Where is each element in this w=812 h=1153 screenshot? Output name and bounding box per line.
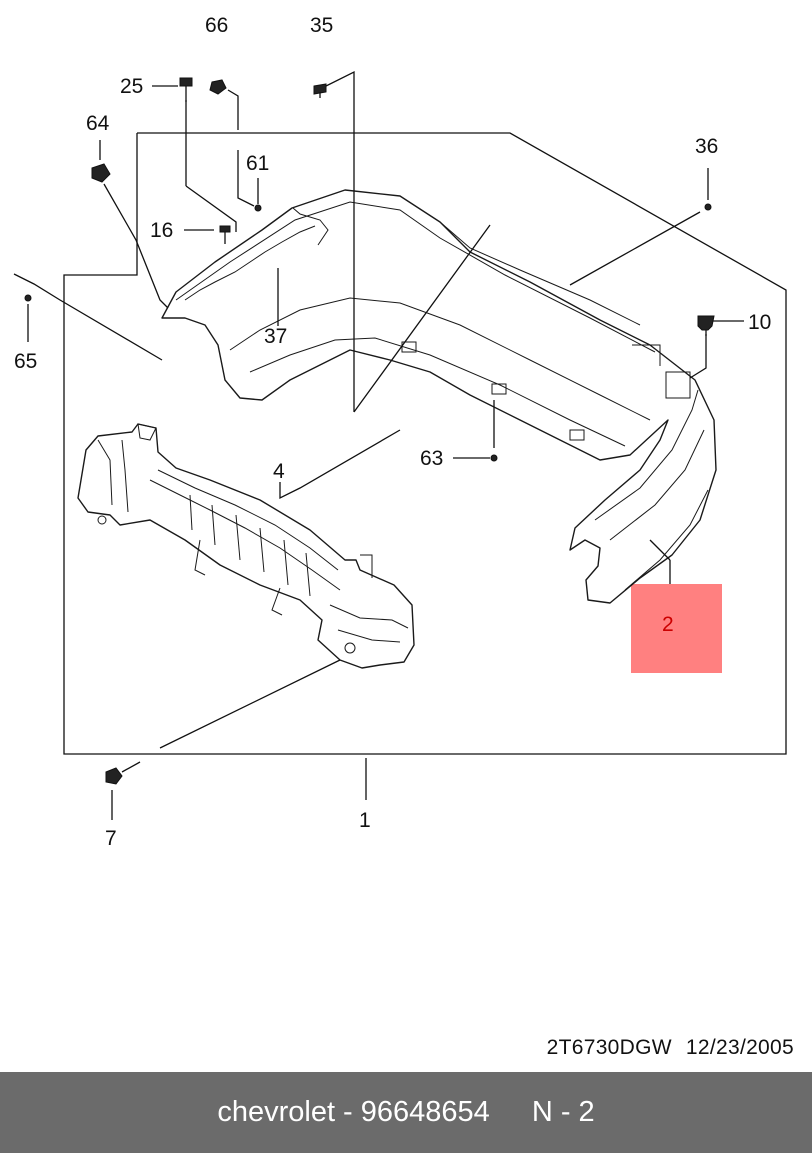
- clip-10-icon: [697, 315, 715, 336]
- callout-37[interactable]: 37: [264, 325, 287, 348]
- bolt-25-icon: [179, 77, 193, 102]
- callout-2[interactable]: 2: [662, 613, 674, 636]
- callout-63[interactable]: 63: [420, 447, 443, 470]
- nut-66-icon: [209, 79, 227, 95]
- drawing-reference: 2T6730DGW 12/23/2005: [547, 1036, 794, 1060]
- callout-36[interactable]: 36: [695, 135, 718, 158]
- screw-65-icon: [24, 294, 32, 302]
- screw-16-icon: [219, 225, 231, 244]
- callout-66[interactable]: 66: [205, 14, 228, 37]
- nut-64-icon: [91, 163, 111, 183]
- screw-36-icon: [704, 203, 712, 211]
- callout-61[interactable]: 61: [246, 152, 269, 175]
- bumper-cover-drawing: [161, 189, 717, 604]
- callout-64[interactable]: 64: [86, 112, 110, 135]
- part-2-highlight[interactable]: [631, 584, 722, 673]
- drawing-code: 2T6730DGW: [546, 1036, 672, 1059]
- callout-16[interactable]: 16: [150, 219, 173, 242]
- leader-lines: [13, 70, 744, 820]
- callout-labels: 66 35 25 64 61 36 16 37 10 65 63 4 2 7 1: [14, 14, 771, 850]
- clip-35-icon: [313, 83, 327, 98]
- footer-brand-part-number: chevrolet - 96648654: [217, 1096, 490, 1128]
- assembly-frame: [63, 132, 787, 755]
- nut-7-icon: [105, 767, 123, 785]
- parts-diagram: 66 35 25 64 61 36 16 37 10 65 63 4 2 7 1: [13, 14, 787, 850]
- screw-63-icon: [490, 454, 498, 462]
- footer-bar: chevrolet - 96648654 N - 2: [0, 1072, 812, 1153]
- callout-7[interactable]: 7: [105, 827, 117, 850]
- callout-35[interactable]: 35: [310, 14, 333, 37]
- callout-4[interactable]: 4: [273, 460, 285, 483]
- fasteners: [24, 77, 715, 785]
- drawing-date: 12/23/2005: [685, 1036, 794, 1059]
- screw-61-icon: [254, 204, 262, 212]
- callout-65[interactable]: 65: [14, 350, 37, 373]
- bumper-beam-drawing: [77, 423, 415, 669]
- callout-25[interactable]: 25: [120, 75, 143, 98]
- callout-10[interactable]: 10: [748, 311, 771, 334]
- callout-1[interactable]: 1: [359, 809, 371, 832]
- footer-position: N - 2: [531, 1096, 595, 1128]
